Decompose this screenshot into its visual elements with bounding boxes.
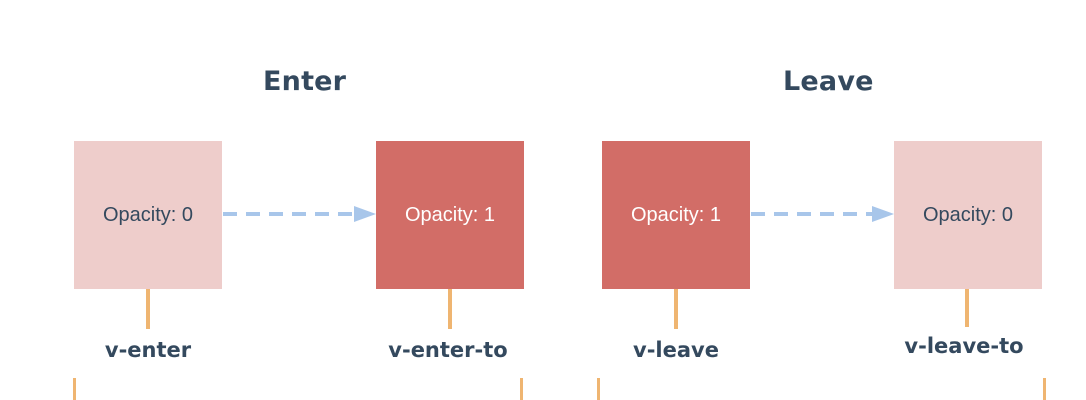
- leave-start-connector: [674, 289, 678, 329]
- enter-end-connector: [448, 289, 452, 329]
- leave-start-box-text: Opacity: 1: [630, 203, 722, 226]
- leave-end-connector: [965, 289, 969, 327]
- leave-start-box: Opacity: 1: [602, 141, 750, 289]
- leave-transition-arrow: [751, 206, 894, 222]
- enter-timeline-start-tick: [73, 378, 76, 400]
- leave-timeline-start-tick: [597, 378, 600, 400]
- enter-start-class-label: v-enter: [104, 338, 192, 362]
- enter-start-connector: [146, 289, 150, 329]
- enter-title: Enter: [263, 66, 347, 97]
- leave-timeline-end-tick: [1043, 378, 1046, 400]
- enter-end-box-text: Opacity: 1: [404, 203, 496, 226]
- leave-title: Leave: [783, 66, 874, 97]
- enter-start-box-text: Opacity: 0: [102, 203, 194, 226]
- leave-end-box-text: Opacity: 0: [922, 203, 1014, 226]
- leave-end-box: Opacity: 0: [894, 141, 1042, 289]
- leave-end-class-label: v-leave-to: [904, 334, 1024, 358]
- enter-end-class-label: v-enter-to: [388, 338, 508, 362]
- enter-start-box: Opacity: 0: [74, 141, 222, 289]
- enter-timeline-end-tick: [520, 378, 523, 400]
- enter-end-box: Opacity: 1: [376, 141, 524, 289]
- enter-transition-arrow: [223, 206, 376, 222]
- leave-start-class-label: v-leave: [633, 338, 719, 362]
